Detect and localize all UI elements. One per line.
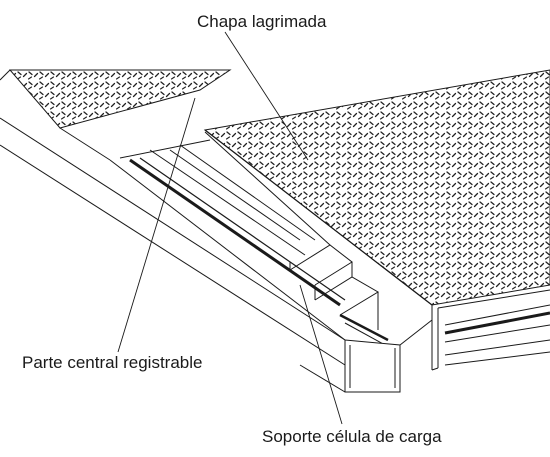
label-central-part: Parte central registrable bbox=[22, 353, 203, 372]
right-plate-edge bbox=[431, 289, 550, 371]
leader-central-part bbox=[117, 97, 196, 353]
leader-lines bbox=[117, 31, 343, 425]
leader-checker-plate bbox=[224, 31, 309, 161]
left-checker-plate bbox=[8, 69, 232, 161]
label-checker-plate: Chapa lagrimada bbox=[197, 12, 327, 31]
label-load-cell-support: Soporte célula de carga bbox=[262, 427, 442, 446]
central-channel bbox=[109, 131, 389, 346]
channel-end-cap bbox=[344, 319, 433, 393]
leader-load-cell-support bbox=[299, 284, 343, 425]
